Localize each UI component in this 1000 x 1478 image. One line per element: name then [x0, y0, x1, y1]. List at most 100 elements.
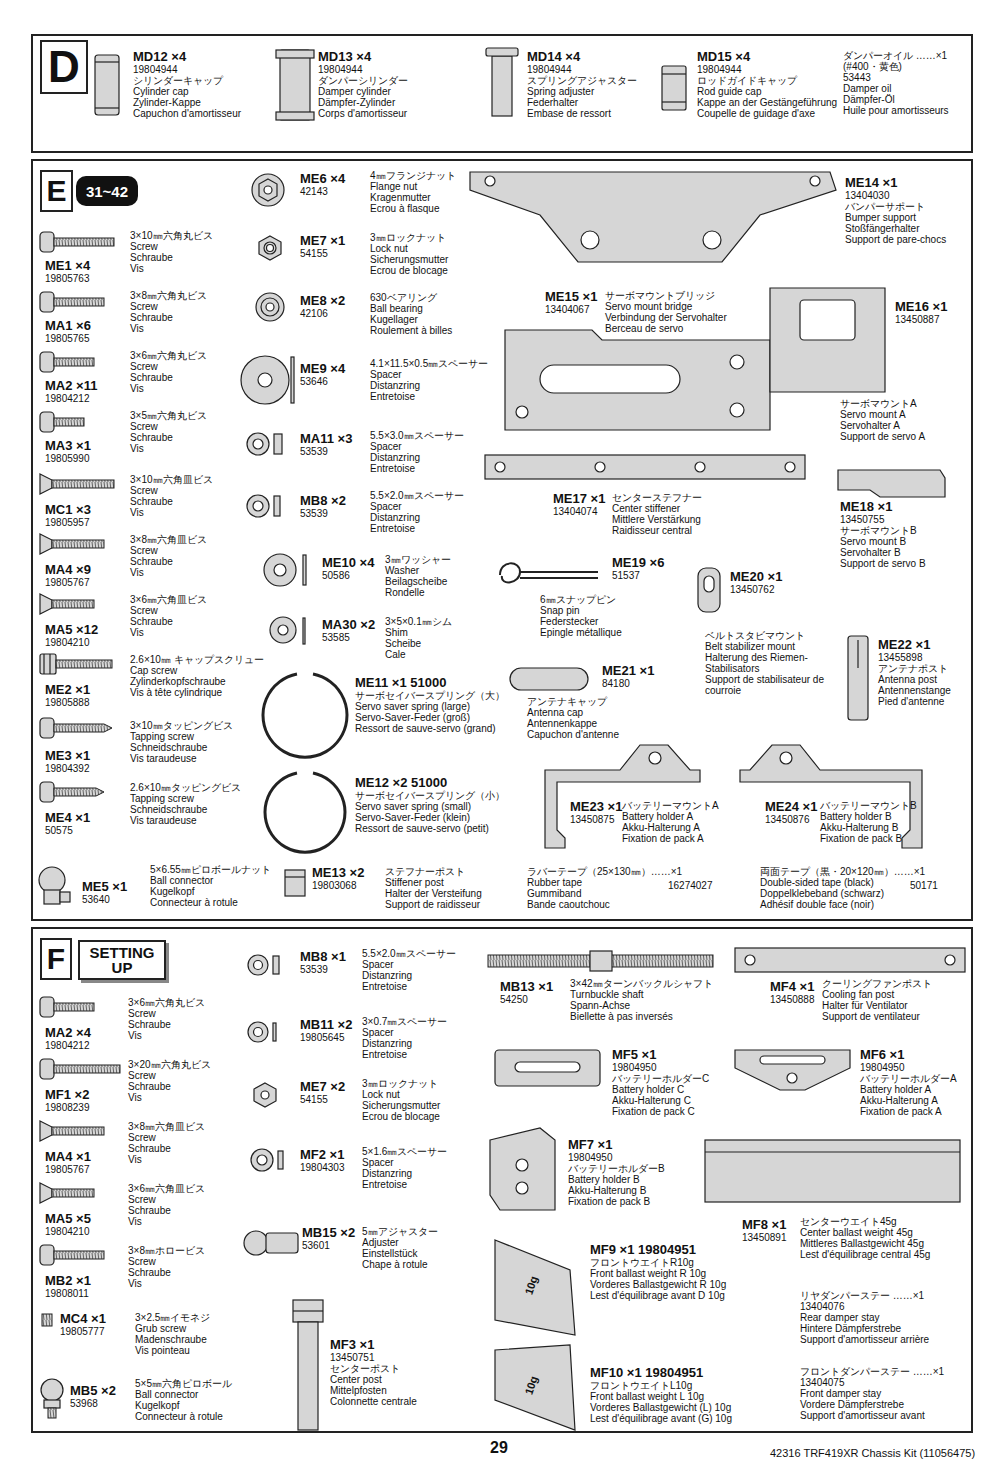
- part-label: 19803068: [312, 880, 364, 891]
- part-label: Washer: [385, 565, 451, 576]
- part-code: ME6 ×4: [300, 172, 345, 186]
- part-label: 13450875: [570, 814, 622, 825]
- part-label: Vis taraudeuse: [130, 815, 241, 826]
- part-label: 51537: [612, 570, 664, 581]
- part-label: Adjuster: [362, 1237, 438, 1248]
- part-label: Raidisseur central: [612, 525, 702, 536]
- part-label: 3×6㎜六角丸ビス: [128, 997, 205, 1008]
- part-label: Dämpfer-Zylinder: [318, 97, 408, 108]
- part-label: Screw: [128, 1132, 205, 1143]
- part-label: Distanzring: [362, 970, 456, 981]
- part-label: Entretoise: [362, 1179, 447, 1190]
- part-label: Bumper support: [845, 212, 946, 223]
- part-label: Ecrou de blocage: [362, 1111, 440, 1122]
- part-label: バッテリーホルダーC: [612, 1073, 709, 1084]
- part-code: MF9 ×1 19804951: [590, 1243, 726, 1257]
- part-label: 54155: [300, 248, 345, 259]
- part-code: MF6 ×1: [860, 1048, 957, 1062]
- part-label: 19804392: [45, 763, 90, 774]
- part-label: 13404074: [553, 506, 605, 517]
- part-entry: ME11 ×1 51000サーボセイバースプリング（大）Servo saver …: [355, 676, 505, 734]
- part-code: ME21 ×1: [602, 664, 654, 678]
- part-label: 3×8㎜ホロービス: [128, 1245, 205, 1256]
- part-label: Screw: [130, 605, 207, 616]
- part-label: Servo mount A: [840, 409, 925, 420]
- part-label: Kugelkopf: [150, 886, 271, 897]
- part-label: 2.6×10㎜タッピングビス: [130, 782, 241, 793]
- part-code: MF8 ×1: [742, 1218, 787, 1232]
- part-entry: ME7 ×254155: [300, 1080, 345, 1105]
- part-label: Flange nut: [370, 181, 456, 192]
- part-entry: バッテリーマウントABattery holder AAkku-Halterung…: [622, 800, 719, 844]
- part-label: 54250: [500, 994, 553, 1005]
- part-label: 19804944: [133, 64, 241, 75]
- part-code: ME23 ×1: [570, 800, 622, 814]
- part-label: Spacer: [362, 959, 456, 970]
- part-entry: ステフナーポストStiffener postHalter der Verstei…: [385, 866, 482, 910]
- part-code: ME4 ×1: [45, 811, 90, 825]
- part-code: MA3 ×1: [45, 439, 91, 453]
- part-label: 3×8㎜六角丸ビス: [130, 290, 207, 301]
- part-entry: 3×10㎜六角丸ビスScrewSchraubeVis: [130, 230, 213, 274]
- part-entry: MB8 ×253539: [300, 494, 346, 519]
- part-entry: 6㎜スナップピンSnap pinFedersteckerEpingle méta…: [540, 594, 622, 638]
- part-code: ME7 ×1: [300, 234, 345, 248]
- section-letter: E: [40, 170, 73, 212]
- part-entry: 3×6㎜六角皿ビスScrewSchraubeVis: [130, 594, 207, 638]
- part-label: Grub screw: [135, 1323, 210, 1334]
- part-label: Zylinderkopfschraube: [130, 676, 264, 687]
- part-entry: 3×8㎜ホロービスScrewSchraubeVis: [128, 1245, 205, 1289]
- part-entry: ME14 ×113404030バンパーサポートBumper supportSto…: [845, 176, 946, 245]
- part-label: Support d'amortisseur avant: [800, 1410, 944, 1421]
- part-label: Kugelkopf: [135, 1400, 232, 1411]
- part-label: Screw: [130, 361, 207, 372]
- part-label: Mittlere Verstärkung: [612, 514, 702, 525]
- part-label: 54155: [300, 1094, 345, 1105]
- part-label: 3㎜ワッシャー: [385, 554, 451, 565]
- part-label: 53539: [300, 964, 346, 975]
- part-label: Front ballast weight L 10g: [590, 1391, 732, 1402]
- part-label: Vis: [130, 443, 207, 454]
- part-label: Center stiffener: [612, 503, 702, 514]
- part-label: Vis: [128, 1278, 205, 1289]
- part-label: Vis: [128, 1092, 211, 1103]
- part-label: Kappe an der Gestängeführung: [697, 97, 837, 108]
- part-label: 19805990: [45, 453, 91, 464]
- part-label: Screw: [130, 301, 207, 312]
- part-label: Schneidschraube: [130, 804, 241, 815]
- part-label: Fixation de pack B: [820, 833, 917, 844]
- part-label: Spacer: [362, 1027, 447, 1038]
- part-entry: 3×6㎜六角丸ビスScrewSchraubeVis: [128, 997, 205, 1041]
- part-label: Madenschraube: [135, 1334, 210, 1345]
- part-label: バンパーサポート: [845, 201, 946, 212]
- part-label: Akku-Halterung A: [622, 822, 719, 833]
- part-label: Distanzring: [362, 1168, 447, 1179]
- part-label: Schraube: [130, 496, 213, 507]
- part-label: Halter für Ventilator: [822, 1000, 932, 1011]
- part-label: センターステフナー: [612, 492, 702, 503]
- part-label: Capuchon d'amortisseur: [133, 108, 241, 119]
- part-label: 3×42㎜ターンバックルシャフト: [570, 978, 713, 989]
- part-code: MB5 ×2: [70, 1384, 116, 1398]
- part-code: MA4 ×9: [45, 563, 91, 577]
- part-label: Biellette à pas inversés: [570, 1011, 713, 1022]
- part-label: Ball connector: [150, 875, 271, 886]
- part-label: Vis à tête cylindrique: [130, 687, 264, 698]
- part-label: 3×20㎜六角丸ビス: [128, 1059, 211, 1070]
- part-label: 19804212: [45, 1040, 91, 1051]
- part-label: 19804944: [697, 64, 837, 75]
- part-label: 3×10㎜六角丸ビス: [130, 230, 213, 241]
- part-label: 13450888: [770, 994, 815, 1005]
- part-label: 3×0.7㎜スペーサー: [362, 1016, 447, 1027]
- part-label: Servohalter B: [840, 547, 926, 558]
- part-entry: MD12 ×419804944シリンダーキャップCylinder capZyli…: [133, 50, 241, 119]
- part-entry: ベルトスタビマウントBelt stabilizer mountHalterung…: [705, 630, 840, 696]
- part-label: 3×10㎜六角皿ビス: [130, 474, 213, 485]
- part-code: MB2 ×1: [45, 1274, 91, 1288]
- part-label: Tapping screw: [130, 731, 233, 742]
- part-entry: MF9 ×1 19804951フロントウエイトR10gFront ballast…: [590, 1243, 726, 1301]
- part-label: 630ベアリング: [370, 292, 452, 303]
- part-label: Support de ventilateur: [822, 1011, 932, 1022]
- part-label: Support de servo A: [840, 431, 925, 442]
